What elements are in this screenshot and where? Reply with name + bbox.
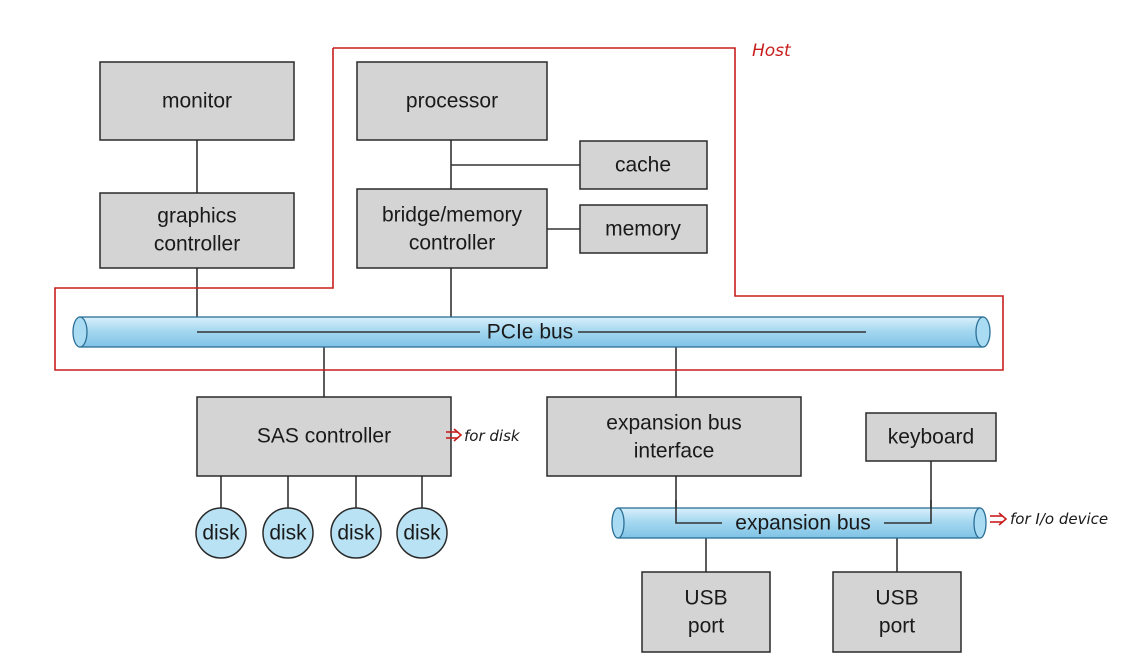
memory-label: memory [605, 218, 681, 241]
bridge-memory-controller-label-line-1: bridge/memory [382, 204, 523, 227]
expansion-bus-interface-label-line-2: interface [634, 440, 715, 463]
expansion-bus-label: expansion bus [735, 512, 870, 535]
bridge-memory-controller-label-line-2: controller [409, 232, 495, 255]
double-arrow-icon [446, 428, 463, 442]
pcie-bus-label: PCIe bus [487, 321, 573, 344]
double-arrow-icon [990, 512, 1008, 526]
expansion-bus: expansion bus [611, 500, 987, 539]
memory-box: memory [579, 204, 708, 254]
usb-port-2-label-line-1: USB [875, 587, 918, 610]
connection-lines [196, 140, 932, 572]
usb-port-2-label-line-2: port [879, 615, 915, 638]
graphics-controller-label-line-1: graphics [157, 205, 236, 228]
disk-2: disk [262, 507, 314, 559]
graphics-controller-label-line-2: controller [154, 233, 240, 256]
pcie-bus-left-cap [72, 316, 88, 348]
keyboard-label: keyboard [888, 426, 974, 449]
host-annotation: Host [54, 41, 1004, 371]
pcie-bus-right-cap [975, 316, 991, 348]
disk-1: disk [195, 507, 247, 559]
for-disk-annotation-label: for disk [464, 427, 521, 445]
disk-4: disk [396, 507, 448, 559]
for-disk-annotation: for disk [446, 427, 521, 445]
disk-4-label: disk [403, 522, 441, 545]
disk-3-label: disk [337, 522, 375, 545]
cache-box: cache [579, 140, 708, 190]
cache-label: cache [615, 154, 671, 177]
host-annotation-label: Host [752, 41, 792, 61]
disk-2-label: disk [269, 522, 307, 545]
sas-controller-box: SAS controller [196, 396, 452, 477]
disk-1-label: disk [202, 522, 240, 545]
processor-label: processor [406, 90, 498, 113]
keyboard-box: keyboard [865, 412, 997, 462]
usb-port-1-label-line-2: port [688, 615, 724, 638]
usb-port-1-box: USB port [641, 571, 771, 653]
expansion-bus-interface-label-line-1: expansion bus [606, 412, 741, 435]
expansion-bus-wire-left [675, 500, 722, 524]
usb-port-1-label-line-1: USB [684, 587, 727, 610]
host-boundary-outline [54, 47, 1004, 371]
disk-3: disk [330, 507, 382, 559]
processor-box: processor [356, 61, 548, 141]
usb-port-2-box: USB port [832, 571, 962, 653]
bridge-memory-controller-box: bridge/memory controller [356, 188, 548, 269]
expansion-bus-interface-box: expansion bus interface [546, 396, 802, 477]
graphics-controller-box: graphics controller [99, 192, 295, 269]
for-io-device-annotation-label: for I/o device [1010, 510, 1108, 528]
sas-controller-label: SAS controller [257, 425, 391, 448]
monitor-label: monitor [162, 90, 232, 113]
expansion-bus-wire-right [884, 500, 932, 524]
for-io-device-annotation: for I/o device [990, 510, 1108, 528]
expansion-bus-left-cap [611, 507, 625, 539]
expansion-bus-right-cap [973, 507, 987, 539]
monitor-box: monitor [99, 61, 295, 141]
pcie-bus: PCIe bus [72, 316, 991, 348]
